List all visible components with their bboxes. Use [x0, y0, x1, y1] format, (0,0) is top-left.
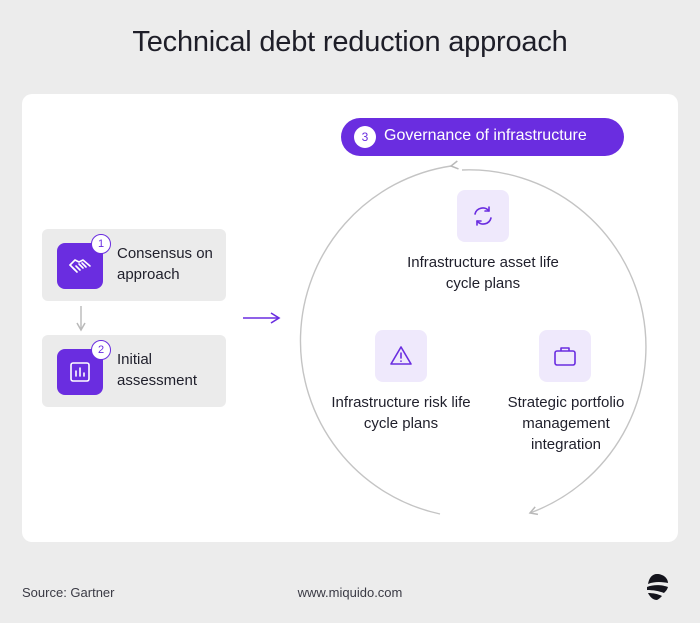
- bar-chart-icon: [57, 349, 103, 395]
- step-number-badge: 1: [91, 234, 111, 254]
- diagram-card: [22, 94, 678, 542]
- step-number-badge: 3: [354, 126, 376, 148]
- warning-icon: [375, 330, 427, 382]
- cycle-arc-right: [461, 169, 647, 516]
- cycle-node-label: Infrastructure risk life cycle plans: [331, 394, 471, 432]
- step-initial-assessment: 2 Initial assessment: [42, 335, 226, 407]
- source-note: Source: Gartner: [22, 585, 115, 600]
- cycle-node-label: Strategic portfolio management integrati…: [507, 394, 625, 453]
- step-number-badge: 2: [91, 340, 111, 360]
- step-consensus: 1 Consensus on approach: [42, 229, 226, 301]
- miquido-logo-icon: [641, 571, 673, 603]
- website-link[interactable]: www.miquido.com: [297, 585, 403, 600]
- page-title: Technical debt reduction approach: [132, 26, 568, 58]
- cycle-node-label: Infrastructure asset life cycle plans: [407, 254, 559, 292]
- refresh-icon: [457, 190, 509, 242]
- step-label: Initial assessment: [117, 351, 198, 389]
- step-label: Consensus on approach: [117, 245, 213, 283]
- governance-pill: 3 Governance of infrastructure: [341, 118, 624, 156]
- governance-label: Governance of infrastructure: [384, 127, 587, 144]
- cycle-arc-left: [299, 160, 459, 515]
- briefcase-icon: [539, 330, 591, 382]
